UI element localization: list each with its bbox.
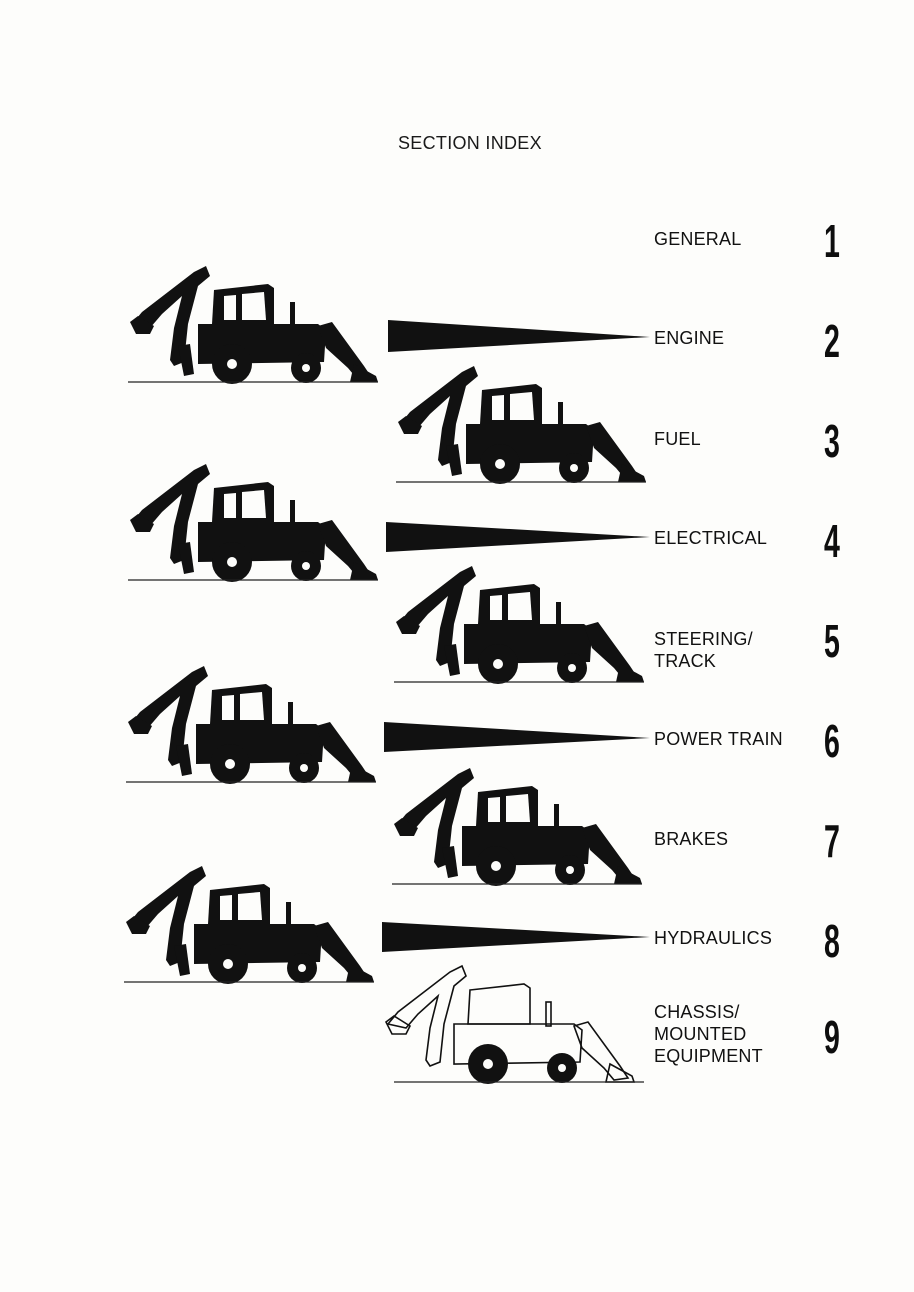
section-number: 2 [824, 315, 840, 367]
backhoe-loader-icon [124, 866, 374, 984]
section-label-line: GENERAL [654, 229, 742, 249]
section-label-line: MOUNTED [654, 1024, 747, 1044]
section-label-line: CHASSIS/ [654, 1002, 740, 1022]
backhoe-loader-icon [396, 366, 646, 484]
section-number: 7 [824, 815, 840, 867]
section-label-line: POWER TRAIN [654, 729, 783, 749]
section-label-line: TRACK [654, 651, 717, 671]
pointer-wedge [382, 922, 650, 952]
section-label-electrical: ELECTRICAL [654, 527, 767, 549]
backhoe-loader-icon [128, 464, 378, 582]
section-number: 1 [824, 215, 840, 267]
section-label-chassis: CHASSIS/ MOUNTED EQUIPMENT [654, 1001, 763, 1067]
section-label-line: ENGINE [654, 328, 725, 348]
section-label-line: HYDRAULICS [654, 928, 773, 948]
section-label-line: BRAKES [654, 829, 729, 849]
pointer-wedge [388, 320, 650, 352]
section-number: 4 [824, 515, 840, 567]
pointer-wedge [384, 722, 650, 752]
backhoe-loader-icon [128, 266, 378, 384]
section-label-engine: ENGINE [654, 327, 724, 349]
page-title: SECTION INDEX [398, 133, 542, 153]
backhoe-loader-icon [392, 768, 642, 886]
backhoe-loader-icon [126, 666, 376, 784]
section-label-line: ELECTRICAL [654, 528, 768, 548]
section-number: 3 [824, 415, 840, 467]
section-label-brakes: BRAKES [654, 828, 728, 850]
section-label-steering-track: STEERING/ TRACK [654, 628, 753, 672]
backhoe-loader-icon [394, 566, 644, 684]
pointer-wedge [386, 522, 650, 552]
section-label-general: GENERAL [654, 228, 741, 250]
section-number: 6 [824, 715, 840, 767]
section-label-line: EQUIPMENT [654, 1046, 763, 1066]
section-number: 8 [824, 915, 840, 967]
section-label-line: STEERING/ [654, 629, 753, 649]
section-number: 5 [824, 615, 840, 667]
section-label-hydraulics: HYDRAULICS [654, 927, 772, 949]
backhoe-loader-outline-icon [385, 965, 644, 1085]
section-label-power-train: POWER TRAIN [654, 728, 783, 750]
section-label-line: FUEL [654, 429, 701, 449]
section-number: 9 [824, 1011, 840, 1063]
section-label-fuel: FUEL [654, 428, 701, 450]
